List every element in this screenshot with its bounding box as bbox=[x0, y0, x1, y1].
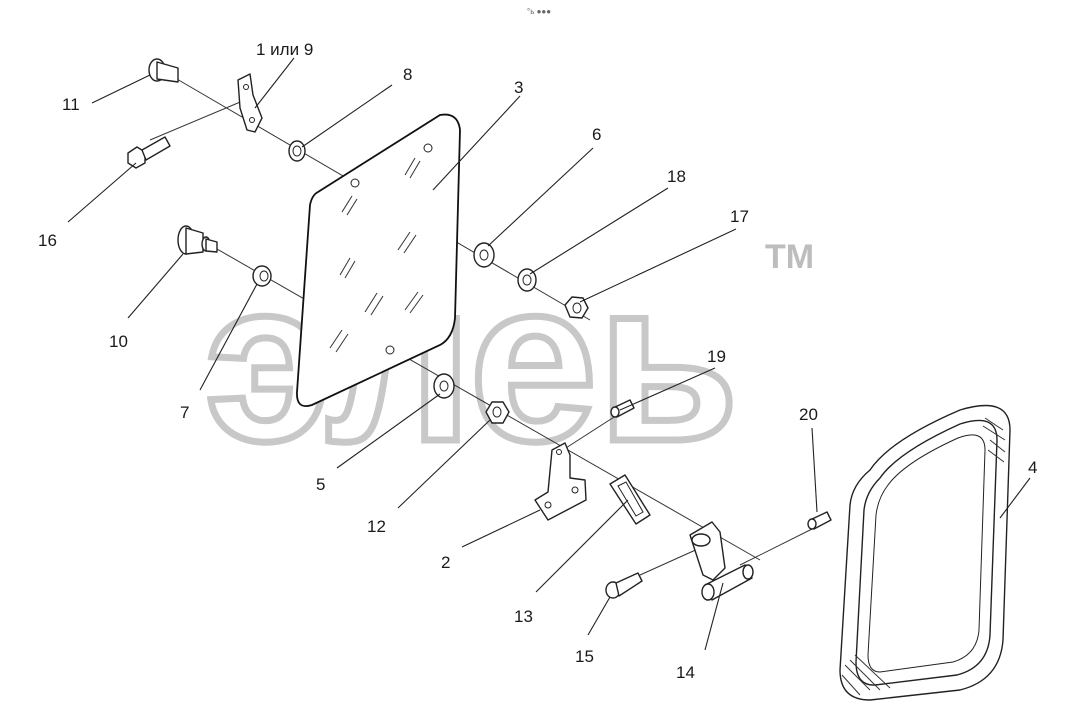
nut-part-17 bbox=[564, 296, 589, 319]
callout-5: 5 bbox=[316, 475, 325, 494]
bolt-part-11 bbox=[148, 58, 179, 83]
callout-2: 2 bbox=[441, 553, 450, 572]
glass-hole-top bbox=[423, 143, 433, 153]
seal-corner-shading bbox=[841, 417, 1006, 696]
handle-part-14 bbox=[689, 521, 754, 601]
callout-12: 12 bbox=[367, 517, 386, 536]
hinge-bracket-part-1-or-9 bbox=[237, 73, 263, 133]
callout-15: 15 bbox=[575, 647, 594, 666]
callout-3: 3 bbox=[514, 78, 523, 97]
callout-1-or-9: 1 или 9 bbox=[256, 40, 313, 59]
glass-hole-lower bbox=[385, 345, 395, 355]
washer-part-18 bbox=[517, 268, 537, 292]
callout-16: 16 bbox=[38, 231, 57, 250]
screw-part-15 bbox=[605, 572, 643, 599]
callout-6: 6 bbox=[592, 125, 601, 144]
callout-19: 19 bbox=[707, 347, 726, 366]
bolt16-axis bbox=[149, 99, 246, 141]
callout-17: 17 bbox=[730, 207, 749, 226]
watermark: элеь TM bbox=[202, 229, 815, 493]
callout-7: 7 bbox=[180, 403, 189, 422]
callout-20: 20 bbox=[799, 405, 818, 424]
pin20-axis bbox=[739, 524, 821, 566]
glass-pane-part-3 bbox=[296, 113, 461, 407]
screw15-axis bbox=[639, 547, 701, 576]
leader-lines bbox=[67, 57, 1031, 651]
hex-bolt-part-16 bbox=[127, 136, 171, 169]
callout-13: 13 bbox=[514, 607, 533, 626]
seal-frame-part-4 bbox=[839, 404, 1011, 701]
bushing-part-7 bbox=[252, 265, 272, 287]
washer-part-6 bbox=[473, 242, 495, 268]
stepped-pin-part-10 bbox=[177, 225, 218, 255]
slotted-block-part-13 bbox=[609, 474, 651, 525]
header-mark: °ь ●●● bbox=[527, 7, 551, 16]
glass-hole-upper bbox=[350, 178, 360, 188]
nut-part-12 bbox=[485, 401, 510, 424]
glass-reflection-hatching bbox=[329, 157, 424, 353]
watermark-tm: TM bbox=[765, 238, 814, 276]
callout-labels: 1 или 9 11 8 3 6 18 17 16 10 7 5 12 19 2… bbox=[38, 40, 1037, 682]
watermark-text: элеь bbox=[205, 232, 739, 489]
lower-axis bbox=[209, 244, 761, 561]
callout-8: 8 bbox=[403, 65, 412, 84]
callout-18: 18 bbox=[667, 167, 686, 186]
callout-10: 10 bbox=[109, 332, 128, 351]
washer-part-5 bbox=[433, 373, 455, 399]
callout-4: 4 bbox=[1028, 458, 1037, 477]
callout-14: 14 bbox=[676, 663, 695, 682]
bracket-part-2 bbox=[534, 442, 587, 521]
pin-part-20 bbox=[807, 511, 832, 530]
bushing-part-8 bbox=[288, 140, 306, 162]
callout-11: 11 bbox=[62, 95, 80, 114]
